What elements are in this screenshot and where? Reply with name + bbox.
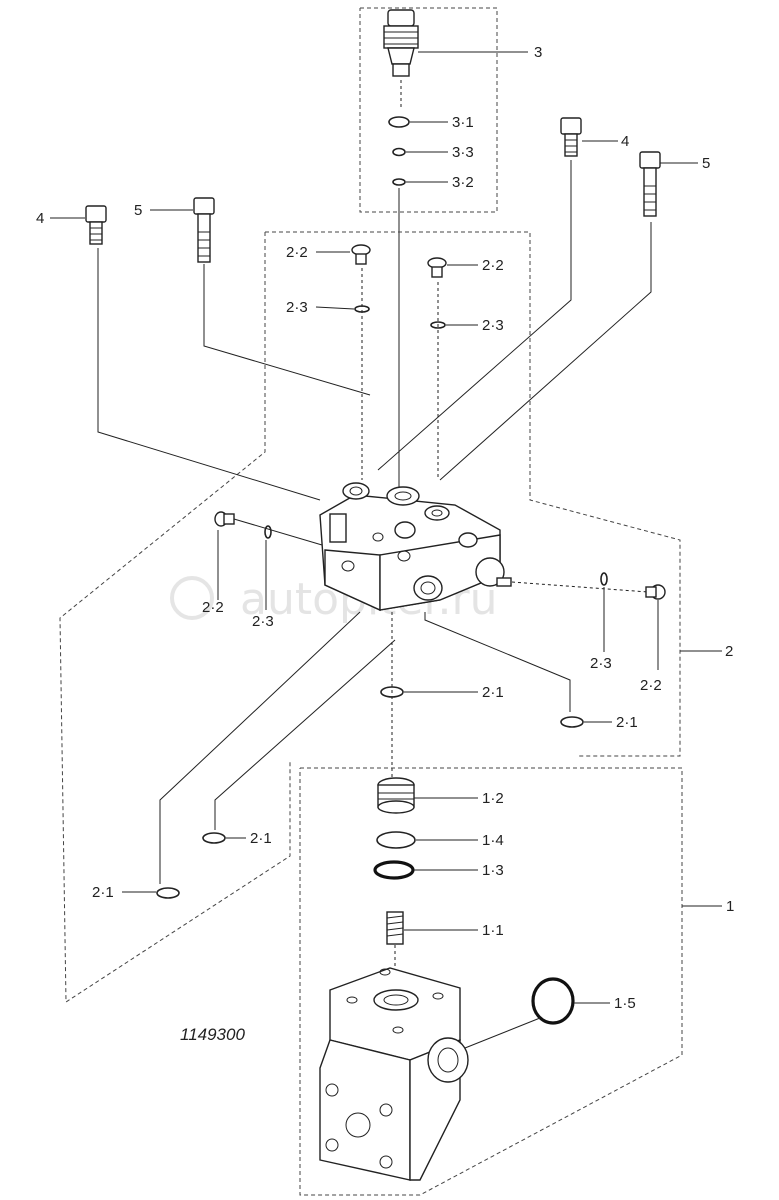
callout-3-2: 3·2 [452,174,474,191]
callout-2-3-top-right: 2·3 [482,317,504,334]
piston-part-1-2 [377,777,415,814]
callout-2-2-top-right: 2·2 [482,257,504,274]
callout-3-1: 3·1 [452,114,474,131]
callout-2-1-right: 2·1 [616,714,638,731]
axis-1-5 [464,1017,541,1049]
callout-1: 1 [726,898,734,915]
callout-5-left: 5 [134,202,142,219]
path-2-1-right [424,612,571,712]
group-1-boundary [299,767,683,1196]
ring-1-4 [376,831,416,849]
callout-3: 3 [534,44,542,61]
spring-part-1-1 [386,911,404,945]
o-ring-2-1-far-left [156,887,180,899]
housing-part-1 [319,967,469,1181]
callout-4-right: 4 [621,133,629,150]
axis-side-left [233,518,323,546]
bolt-path-5-left [203,264,371,396]
plug-2-2-side-right [645,584,666,600]
callout-2-1-center: 2·1 [482,684,504,701]
cartridge-valve-part-3 [383,9,419,110]
drawing-reference-number: 1149300 [180,1025,245,1044]
o-ring-2-3-side-right [600,572,608,586]
callout-3-3: 3·3 [452,144,474,161]
callout-2-1-far-left: 2·1 [92,884,114,901]
valve-block-part-2 [319,482,512,612]
o-ring-1-5 [531,977,575,1025]
group-2-boundary [265,231,681,757]
callout-1-1: 1·1 [482,922,504,939]
bolt-4-right [560,117,582,157]
callout-2-2-top-left: 2·2 [286,244,308,261]
callout-2-2-side-right: 2·2 [640,677,662,694]
callout-5-right: 5 [702,155,710,172]
bolt-5-left [193,197,215,263]
o-ring-3-2 [392,178,406,186]
axis-side-right [511,581,649,593]
bolt-path-5-right [439,222,652,481]
group-3-boundary [359,7,498,213]
callout-2-3-side-right: 2·3 [590,655,612,672]
callout-1-2: 1·2 [482,790,504,807]
o-ring-2-3-top-right [430,321,446,329]
path-2-1-mid-left [214,639,396,830]
callout-2-3-top-left: 2·3 [286,299,308,316]
plug-2-2-top-right [427,257,447,278]
callout-4-left: 4 [36,210,44,227]
o-ring-2-1-mid-left [202,832,226,844]
bolt-path-4-left [97,248,321,501]
bolt-path-4-right [377,160,572,471]
o-ring-3-3 [392,147,406,157]
callout-1-3: 1·3 [482,862,504,879]
path-2-1-far-left [159,611,361,884]
callout-2: 2 [725,643,733,660]
o-ring-1-3 [373,860,415,880]
bolt-4-left [85,205,107,245]
o-ring-2-1-center [380,686,404,698]
callout-2-3-side-left: 2·3 [252,613,274,630]
callout-2-1-mid-left: 2·1 [250,830,272,847]
bolt-5-right [639,151,661,217]
leader-2-3-top-left [315,306,355,310]
plug-2-2-top-left [351,244,371,265]
group-2-boundary-left [59,232,291,1003]
callout-1-5: 1·5 [614,995,636,1012]
o-ring-2-3-side-left [264,525,272,539]
o-ring-2-1-right [560,716,584,728]
plug-2-2-side-left [214,511,235,527]
o-ring-3-1 [388,116,410,128]
callout-2-2-side-left: 2·2 [202,599,224,616]
callout-1-4: 1·4 [482,832,504,849]
